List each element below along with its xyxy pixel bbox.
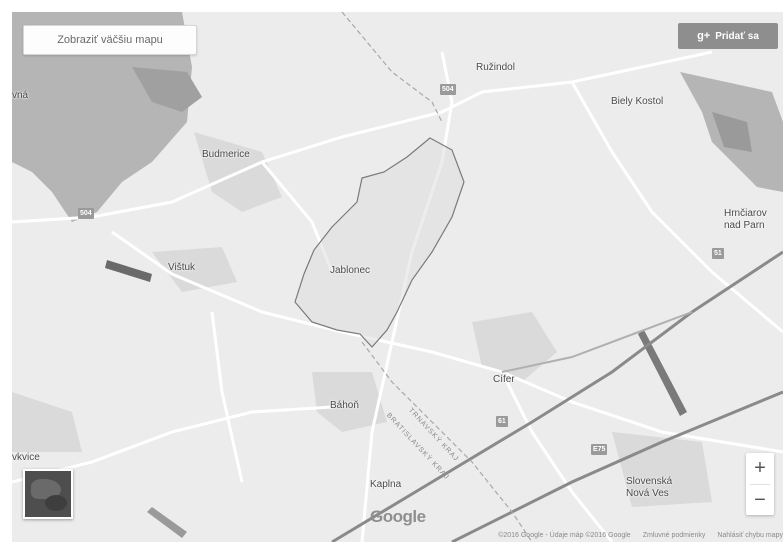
- place-biely-kostol: Biely Kostol: [611, 96, 664, 107]
- region-boundary: [341, 12, 443, 123]
- gplus-icon: g+: [697, 30, 711, 42]
- place-ruzindol: Ružindol: [476, 62, 515, 73]
- minor-road: [500, 371, 614, 542]
- place-vistuk: Vištuk: [168, 262, 196, 273]
- field-area: [12, 392, 82, 452]
- lake: [638, 330, 687, 416]
- lake: [105, 260, 152, 282]
- place-vkvice: vkvice: [12, 452, 40, 463]
- region-boundary: [361, 341, 533, 542]
- place-jablonec: Jablonec: [330, 265, 371, 276]
- field-area: [152, 247, 237, 292]
- road-shield: 504: [440, 84, 456, 95]
- minor-road: [210, 311, 244, 483]
- place-cifer: Cífer: [493, 374, 515, 385]
- place-slovenska-1: Slovenská: [626, 476, 673, 487]
- minor-road: [12, 50, 713, 224]
- secondary-road: [501, 311, 693, 373]
- satellite-layer-toggle[interactable]: [23, 469, 73, 519]
- field-area: [612, 432, 712, 507]
- road-shield: E75: [591, 444, 608, 455]
- larger-map-button[interactable]: Zobraziť väčšiu mapu: [23, 25, 197, 55]
- map-canvas[interactable]: Zobraziť väčšiu mapu g+ Pridať sa Ružind…: [12, 12, 783, 542]
- field-area: [312, 372, 387, 432]
- forest-area: [132, 67, 202, 112]
- map-layer: [12, 12, 783, 542]
- lake: [147, 507, 187, 538]
- zoom-in-button[interactable]: +: [754, 457, 766, 479]
- road-shield: 61: [496, 416, 508, 427]
- zoom-out-button[interactable]: −: [754, 489, 766, 511]
- google-logo: Google: [370, 507, 426, 526]
- forest-area: [12, 12, 192, 222]
- gplus-join-label: Pridať sa: [715, 30, 759, 42]
- place-budmerice: Budmerice: [202, 149, 250, 160]
- road-shield: 504: [78, 208, 94, 219]
- map-footer: ©2016 Google - Údaje máp ©2016 Google Zm…: [312, 530, 783, 542]
- report-error-link[interactable]: Nahlásiť chybu mapy: [717, 532, 783, 539]
- place-kaplna: Kaplna: [370, 479, 402, 490]
- place-hrnciarovce-1: Hrnčiarov: [724, 208, 767, 219]
- jablonec-boundary: [294, 137, 465, 348]
- minor-road: [111, 230, 783, 454]
- highway: [331, 250, 783, 542]
- place-bahon: Báhoň: [330, 400, 359, 411]
- gplus-join-button[interactable]: g+ Pridať sa: [678, 23, 778, 49]
- road-shield: 51: [712, 248, 724, 259]
- zoom-control: + −: [746, 453, 774, 515]
- terms-link[interactable]: Zmluvné podmienky: [642, 532, 706, 539]
- minor-road: [570, 81, 783, 334]
- place-slovenska-2: Nová Ves: [626, 488, 669, 499]
- minor-road: [12, 405, 333, 484]
- place-hrnciarovce-2: nad Parn: [724, 220, 765, 231]
- place-vna: vná: [12, 90, 29, 101]
- forest-area: [712, 112, 752, 152]
- copyright-text: ©2016 Google - Údaje máp ©2016 Google: [498, 532, 631, 539]
